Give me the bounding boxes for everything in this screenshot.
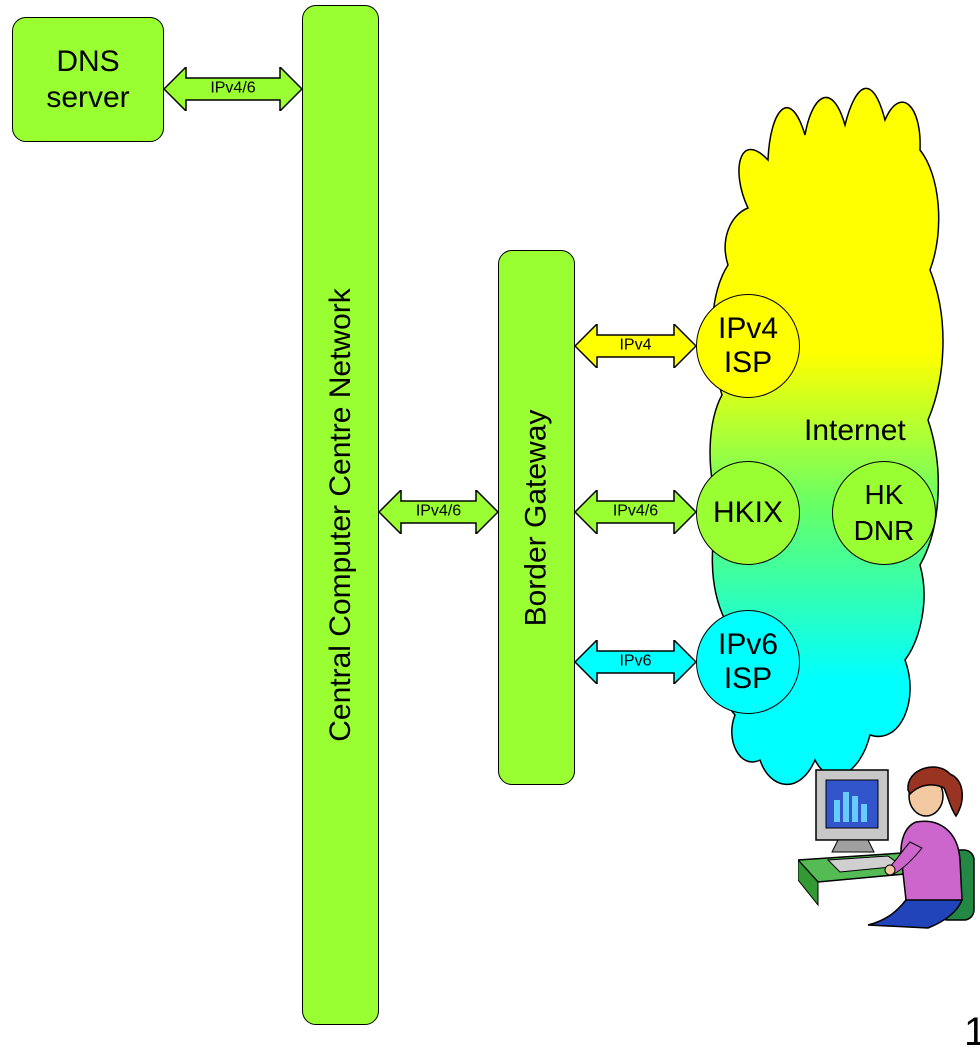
network-diagram: DNS server Central Computer Centre Netwo… [12, 5, 980, 1054]
arrow-gateway-hkix-label: IPv4/6 [612, 502, 659, 520]
arrow-gateway-ipv4-label: IPv4 [619, 336, 652, 354]
border-gateway-box: Border Gateway [498, 250, 575, 785]
arrow-central-gateway-label: IPv4/6 [415, 502, 462, 520]
arrow-dns-central: IPv4/6 [164, 67, 302, 111]
arrow-central-gateway: IPv4/6 [379, 490, 498, 534]
arrow-dns-central-label: IPv4/6 [210, 79, 256, 97]
border-gateway-label: Border Gateway [519, 409, 553, 626]
arrow-gateway-ipv6-label: IPv6 [619, 652, 652, 670]
dns-server-label-line1: DNS [56, 44, 120, 78]
ipv4-isp-line1: IPv4 [717, 312, 779, 345]
hkix-label: HKIX [712, 496, 784, 529]
ipv6-isp-line2: ISP [723, 662, 773, 695]
dns-server-label-line2: server [46, 80, 130, 114]
ipv6-isp-line1: IPv6 [717, 628, 779, 661]
hk-dnr-line1: HK [864, 479, 904, 510]
arrow-gateway-ipv4: IPv4 [575, 324, 696, 368]
central-network-label: Central Computer Centre Network [323, 288, 357, 742]
ipv6-isp-node: IPv6 ISP [696, 610, 800, 714]
internet-label: Internet [804, 414, 906, 447]
user-at-computer-icon [798, 766, 975, 929]
arrow-gateway-ipv6: IPv6 [575, 640, 696, 684]
hk-dnr-node: HK DNR [832, 461, 936, 565]
arrow-gateway-hkix: IPv4/6 [575, 490, 696, 534]
dns-server-box: DNS server [12, 17, 164, 142]
ipv4-isp-node: IPv4 ISP [696, 294, 800, 398]
central-network-box: Central Computer Centre Network [302, 5, 379, 1025]
hk-dnr-line2: DNR [853, 515, 915, 546]
hkix-node: HKIX [696, 461, 800, 565]
ipv4-isp-line2: ISP [723, 346, 773, 379]
